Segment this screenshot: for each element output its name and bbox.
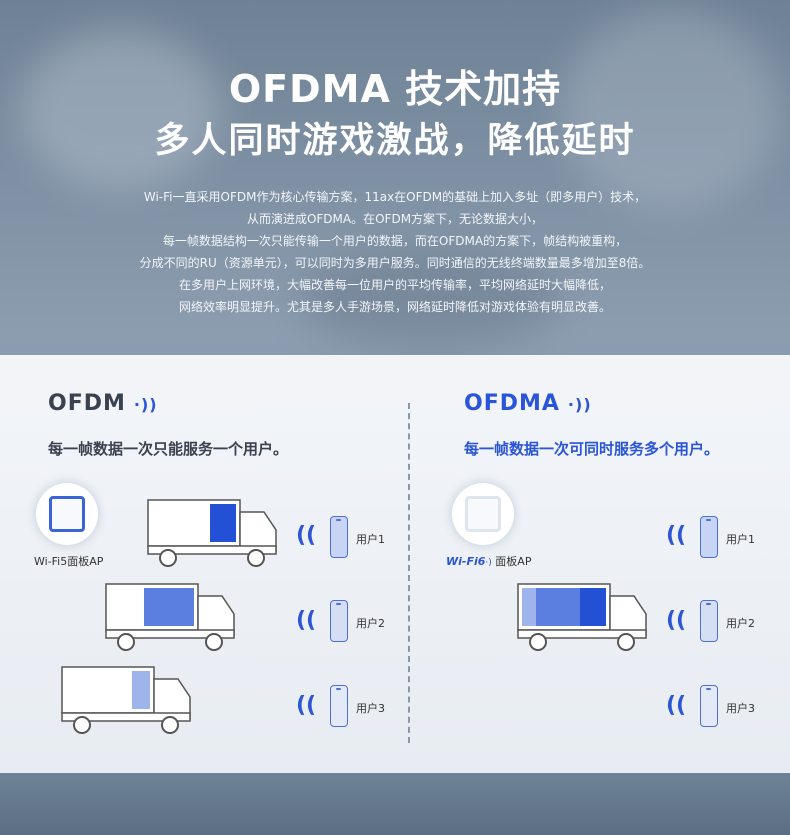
smartphone-icon [330,600,348,642]
divider [408,403,410,743]
ofdma-title-text: OFDMA [464,391,560,416]
smartphone-icon [700,516,718,558]
description-line: 每一帧数据结构一次只能传输一个用户的数据，而在OFDMA的方案下，帧结构被重构， [162,234,628,248]
ofdm-title-text: OFDM [48,391,126,416]
signal-waves-icon: ·)) [567,395,592,414]
signal-waves-icon: (( [296,608,317,633]
signal-waves-icon: (( [666,693,687,718]
smartphone-icon [330,516,348,558]
ofdm-title: OFDM ·)) [48,391,158,416]
signal-waves-icon: (( [666,608,687,633]
bg-blur [20,30,220,190]
truck-icon [517,583,647,651]
ofdma-subtitle: 每一帧数据一次可同时服务多个用户。 [464,440,720,458]
bg-blur [560,10,780,210]
panel-ap-icon [36,483,98,545]
hero-section: OFDMA 技术加持 多人同时游戏激战，降低延时 Wi-Fi一直采用OFDM作为… [0,0,790,355]
smartphone-icon [700,685,718,727]
bg-blur [300,250,560,350]
wifi6-logo: Wi-Fi6 [446,555,486,568]
comparison-panel: OFDM ·)) 每一帧数据一次只能服务一个用户。 Wi-Fi5面板AP [0,355,790,773]
truck-icon [147,499,277,567]
hero-description: Wi-Fi一直采用OFDM作为核心传输方案，11ax在OFDM的基础上加入多址（… [0,186,790,318]
signal-waves-icon: (( [296,523,317,548]
description-line: 在多用户上网环境，大幅改善每一位用户的平均传输率，平均网络延时大幅降低， [178,278,611,292]
description-line: Wi-Fi一直采用OFDM作为核心传输方案，11ax在OFDM的基础上加入多址（… [143,190,647,204]
ofdma-title: OFDMA ·)) [464,391,592,416]
wifi6-wave-icon: ·) [485,558,492,568]
truck-icon [105,583,235,651]
smartphone-icon [330,685,348,727]
hero-title-line1: OFDMA 技术加持 [228,67,562,111]
ofdm-ap-label: Wi-Fi5面板AP [34,555,104,568]
signal-waves-icon: ·)) [133,395,158,414]
smartphone-icon [700,600,718,642]
signal-waves-icon: (( [296,693,317,718]
description-line: 网络效率明显提升。尤其是多人手游场景，网络延时降低对游戏体验有明显改善。 [178,300,611,314]
description-line: 分成不同的RU（资源单元），可以同时为多用户服务。同时通信的无线终端数量最多增加… [139,256,651,270]
ofdm-subtitle: 每一帧数据一次只能服务一个用户。 [48,440,289,458]
signal-waves-icon: (( [666,523,687,548]
hero-title-line2: 多人同时游戏激战，降低延时 [154,121,636,161]
panel-ap-icon [452,483,514,545]
user-label: 用户2 [726,617,755,630]
user-label: 用户1 [356,533,385,546]
truck-icon [61,666,191,734]
user-label: 用户2 [356,617,385,630]
ofdma-ap-label: Wi-Fi6·) 面板AP [446,553,531,569]
ofdma-ap-text: 面板AP [495,555,532,568]
description-line: 从而演进成OFDMA。在OFDM方案下，无论数据大小， [246,212,544,226]
user-label: 用户3 [726,702,755,715]
user-label: 用户1 [726,533,755,546]
user-label: 用户3 [356,702,385,715]
bottom-background [0,773,790,835]
